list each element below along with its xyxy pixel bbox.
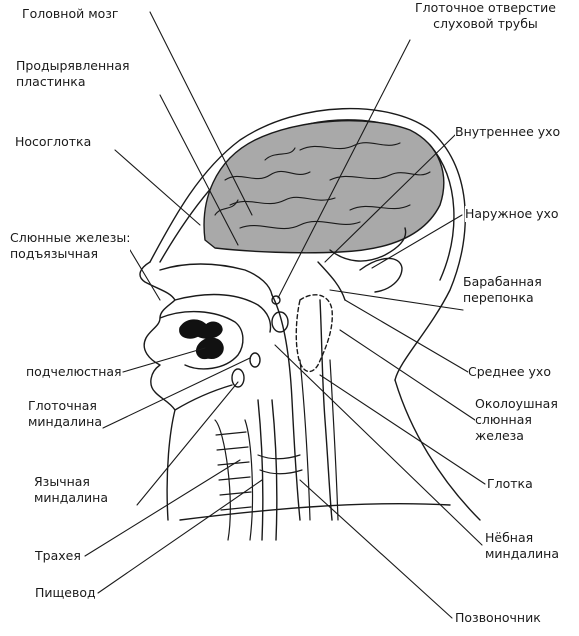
label-middle-ear: Среднее ухо [468, 364, 551, 380]
shoulder-base [179, 502, 451, 521]
leader-lines [84, 11, 486, 619]
palate [174, 293, 272, 333]
label-salivary-sublingual: Слюнные железы: подъязычная [10, 230, 131, 262]
pharynx-wall [271, 294, 301, 521]
label-trachea: Трахея [35, 548, 81, 564]
tongue [159, 310, 244, 370]
label-spine: Позвоночник [455, 610, 541, 626]
label-submandibular: подчелюстная [26, 364, 122, 380]
label-eardrum: Барабанная перепонка [463, 274, 542, 306]
label-pharyngeal-tonsil: Глоточная миндалина [28, 398, 102, 430]
label-pharyngeal-opening: Глоточное отверстие слуховой трубы [415, 0, 556, 32]
outer-ear [359, 257, 403, 293]
label-pharynx: Глотка [487, 476, 533, 492]
pharynx-back [319, 299, 333, 521]
label-inner-ear: Внутреннее ухо [455, 124, 561, 140]
ear-canal [317, 261, 346, 301]
nasal-cavity [159, 263, 273, 296]
parotid-gland [295, 294, 333, 373]
pharyngeal-tonsil-shape [271, 311, 289, 333]
brain [203, 120, 445, 254]
trachea [214, 419, 254, 541]
eustachian-opening [271, 295, 281, 305]
label-parotid: Околоушная слюнная железа [475, 396, 558, 444]
sublingual-gland [179, 319, 223, 339]
label-nasopharynx: Носоглотка [15, 134, 92, 150]
cerebellum [329, 227, 407, 262]
spine [257, 359, 339, 521]
brain-folds [214, 142, 431, 230]
jaw [174, 384, 233, 411]
skull-outline [149, 107, 466, 381]
neck-outline [394, 379, 481, 521]
submandibular-gland [196, 337, 224, 360]
esophagus-tube-2 [271, 399, 278, 541]
lingual-tonsil-shape [231, 368, 245, 388]
label-palatine-tonsil: Нёбная миндалина [485, 530, 559, 562]
label-cribriform-plate: Продырявленная пластинка [16, 58, 130, 90]
face-profile [139, 261, 176, 521]
palatine-tonsil-shape [249, 352, 261, 368]
label-brain: Головной мозг [22, 6, 119, 22]
esophagus-tube [257, 399, 264, 541]
label-lingual-tonsil: Язычная миндалина [34, 474, 108, 506]
label-esophagus: Пищевод [35, 585, 96, 601]
label-outer-ear: Наружное ухо [465, 206, 559, 222]
